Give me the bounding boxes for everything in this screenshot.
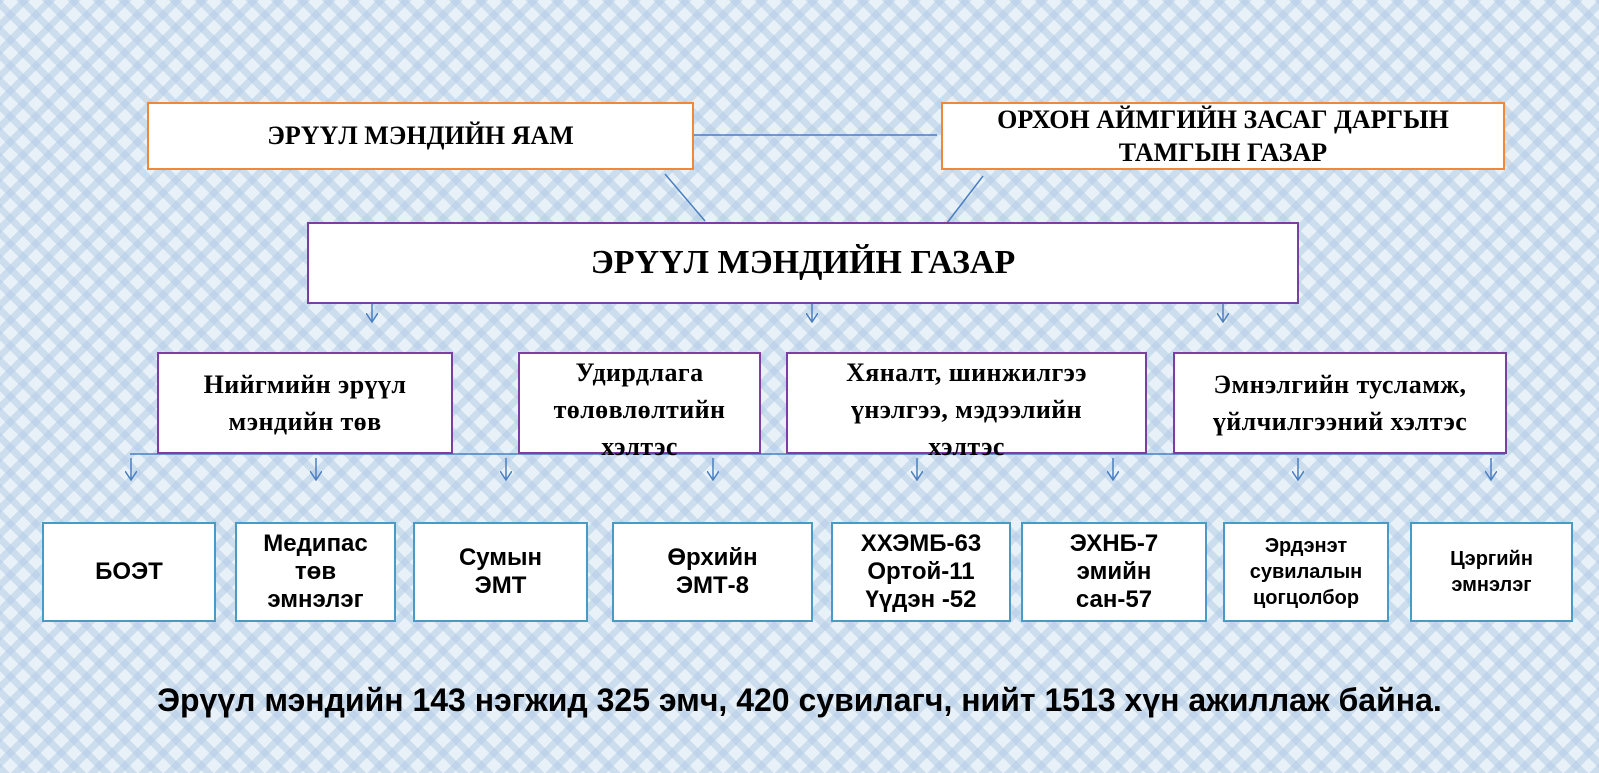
unit-label-5: ХХЭМБ-63 Ортой-11 Үүдэн -52 bbox=[860, 530, 982, 613]
unit-label-1: БОЭТ bbox=[95, 558, 163, 585]
unit-label-2: Медипас төв эмнэлэг bbox=[263, 530, 368, 613]
link-ministry-main bbox=[664, 173, 706, 222]
department-box-2: Удирдлага төлөвлөлтийн хэлтэс bbox=[518, 352, 761, 461]
unit-box-6: ЭХНБ-7 эмийн сан-57 bbox=[1021, 522, 1207, 622]
unit-box-1: БОЭТ bbox=[42, 522, 216, 622]
department-label-2: Удирдлага төлөвлөлтийн хэлтэс bbox=[553, 358, 726, 461]
department-label-4: Эмнэлгийн тусламж, үйлчилгээний хэлтэс bbox=[1212, 370, 1468, 436]
unit-label-4: Өрхийн ЭМТ-8 bbox=[667, 544, 758, 599]
unit-box-3: Сумын ЭМТ bbox=[413, 522, 588, 622]
unit-label-6: ЭХНБ-7 эмийн сан-57 bbox=[1069, 530, 1159, 613]
main-department-box: ЭРҮҮЛ МЭНДИЙН ГАЗАР bbox=[307, 222, 1299, 304]
unit-label-8: Цэргийн эмнэлэг bbox=[1450, 548, 1533, 596]
governor-office-box: ОРХОН АЙМГИЙН ЗАСАГ ДАРГЫН ТАМГЫН ГАЗАР bbox=[941, 102, 1505, 170]
unit-box-8: Цэргийн эмнэлэг bbox=[1410, 522, 1573, 622]
department-box-4: Эмнэлгийн тусламж, үйлчилгээний хэлтэс bbox=[1173, 352, 1507, 454]
department-label-1: Нийгмийн эрүүл мэндийн төв bbox=[203, 370, 407, 436]
unit-box-7: Эрдэнэт сувилалын цогцолбор bbox=[1223, 522, 1389, 622]
department-box-3: Хяналт, шинжилгээ үнэлгээ, мэдээлийн хэл… bbox=[786, 352, 1147, 461]
governor-office-label: ОРХОН АЙМГИЙН ЗАСАГ ДАРГЫН ТАМГЫН ГАЗАР bbox=[997, 105, 1449, 167]
unit-box-2: Медипас төв эмнэлэг bbox=[235, 522, 396, 622]
unit-box-5: ХХЭМБ-63 Ортой-11 Үүдэн -52 bbox=[831, 522, 1011, 622]
unit-label-7: Эрдэнэт сувилалын цогцолбор bbox=[1249, 535, 1363, 609]
unit-label-3: Сумын ЭМТ bbox=[458, 544, 543, 599]
unit-box-4: Өрхийн ЭМТ-8 bbox=[612, 522, 813, 622]
main-department-title: ЭРҮҮЛ МЭНДИЙН ГАЗАР bbox=[590, 244, 1016, 281]
ministry-label: ЭРҮҮЛ МЭНДИЙН ЯАМ bbox=[267, 121, 574, 150]
link-governor-main bbox=[946, 175, 984, 224]
department-box-1: Нийгмийн эрүүл мэндийн төв bbox=[157, 352, 453, 454]
staff-summary: Эрүүл мэндийн 143 нэгжид 325 эмч, 420 су… bbox=[157, 682, 1442, 718]
ministry-box: ЭРҮҮЛ МЭНДИЙН ЯАМ bbox=[147, 102, 694, 170]
department-label-3: Хяналт, шинжилгээ үнэлгээ, мэдээлийн хэл… bbox=[846, 358, 1087, 461]
